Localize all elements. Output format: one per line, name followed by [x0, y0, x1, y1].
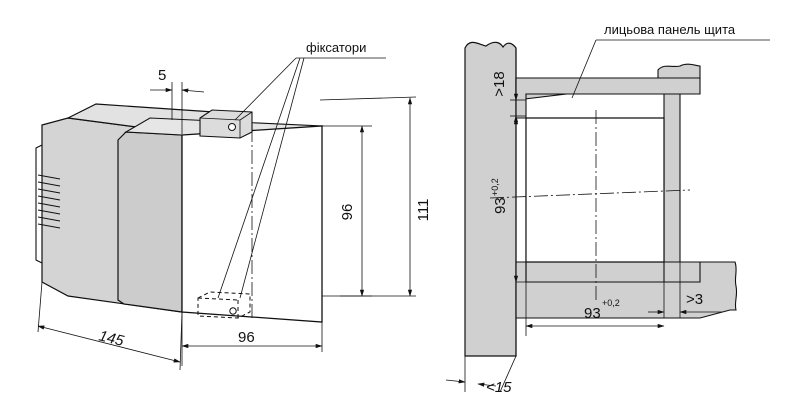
- device-view: фіксатори 5 111 96 96: [35, 40, 432, 371]
- dim-145-label: 145: [97, 327, 126, 350]
- dim-5-label: 5: [158, 67, 166, 84]
- front-panel-label: лицьова панель щита: [604, 22, 736, 37]
- dim-15-label: <15: [486, 379, 512, 396]
- dim-93-vertical-tolerance: +0,2: [490, 178, 500, 196]
- dim-3: >3: [648, 262, 722, 318]
- dim-18-label: >18: [491, 71, 508, 96]
- cutout-inner-edge: [525, 262, 665, 283]
- dim-93-horizontal-label: 93: [584, 305, 601, 322]
- dim-111: 111: [319, 96, 432, 297]
- dim-96-height: 96: [322, 125, 372, 297]
- latch-leaders: [217, 57, 386, 299]
- front-panel-leader: [571, 39, 770, 99]
- dim-93-vertical: 93 +0,2: [490, 117, 534, 283]
- latches-label: фіксатори: [306, 40, 366, 55]
- device-bezel-side: [117, 131, 183, 313]
- dim-93-horizontal-tolerance: +0,2: [602, 298, 620, 308]
- dim-145: 145: [37, 281, 183, 371]
- cutout-centerline-h: [489, 189, 691, 199]
- dim-15: <15: [445, 355, 517, 396]
- panel-bottom-rail: [515, 261, 738, 319]
- panel-left-bar: [464, 41, 517, 357]
- panel-right-post: [663, 93, 681, 263]
- dim-111-label: 111: [415, 199, 432, 222]
- latch-top: [199, 109, 253, 139]
- dim-3-label: >3: [686, 291, 703, 308]
- ventilation-slots: [37, 174, 61, 229]
- panel-cutout-opening: [525, 117, 665, 263]
- dim-93-vertical-label: 93: [492, 197, 509, 214]
- dim-18: >18: [491, 70, 526, 132]
- dim-93-horizontal: 93 +0,2: [525, 282, 665, 336]
- latch-bottom: [197, 291, 251, 319]
- panel-cutout-view: лицьова панель щита >18 93 +0,2 93 +0,2: [445, 22, 770, 396]
- housing-side-ribs: [35, 144, 43, 264]
- dim-96-width-label: 96: [238, 329, 255, 346]
- dim-5: 5: [150, 67, 205, 134]
- dim-96-height-label: 96: [339, 204, 356, 221]
